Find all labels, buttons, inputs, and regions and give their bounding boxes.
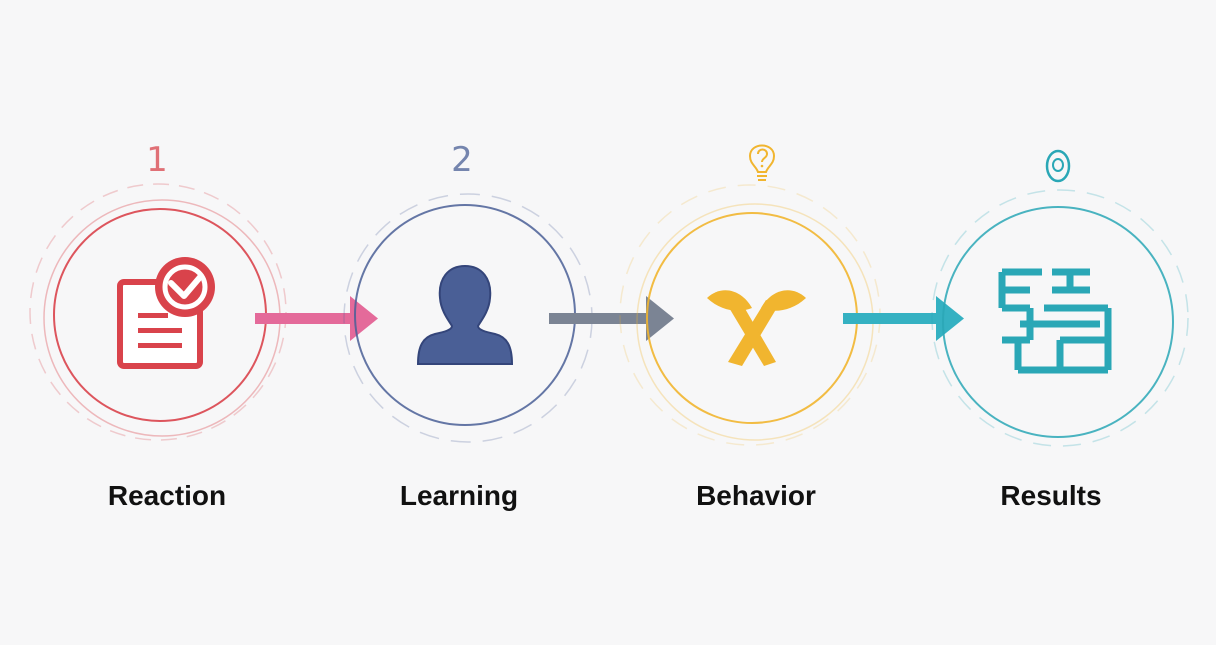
arrow-behavior-to-results xyxy=(843,296,964,341)
step-results-ring xyxy=(931,189,1189,447)
person-bust-icon xyxy=(416,264,514,365)
survey-checkmark-icon xyxy=(117,257,215,369)
zero-glyph-icon xyxy=(1045,149,1071,183)
step-label-reaction: Reaction xyxy=(107,480,227,511)
step-number-2: 2 xyxy=(451,140,473,180)
arrow-learning-to-behavior xyxy=(549,296,674,341)
step-number-1: 1 xyxy=(146,140,168,180)
step-label-behavior: Behavior xyxy=(696,480,816,511)
arrow-reaction-to-learning xyxy=(255,296,378,341)
results-grid-icon xyxy=(998,268,1112,374)
step-label-learning: Learning xyxy=(399,480,519,511)
crossed-tools-icon xyxy=(707,290,806,366)
lightbulb-question-icon xyxy=(748,144,776,181)
step-label-results: Results xyxy=(1000,480,1102,511)
